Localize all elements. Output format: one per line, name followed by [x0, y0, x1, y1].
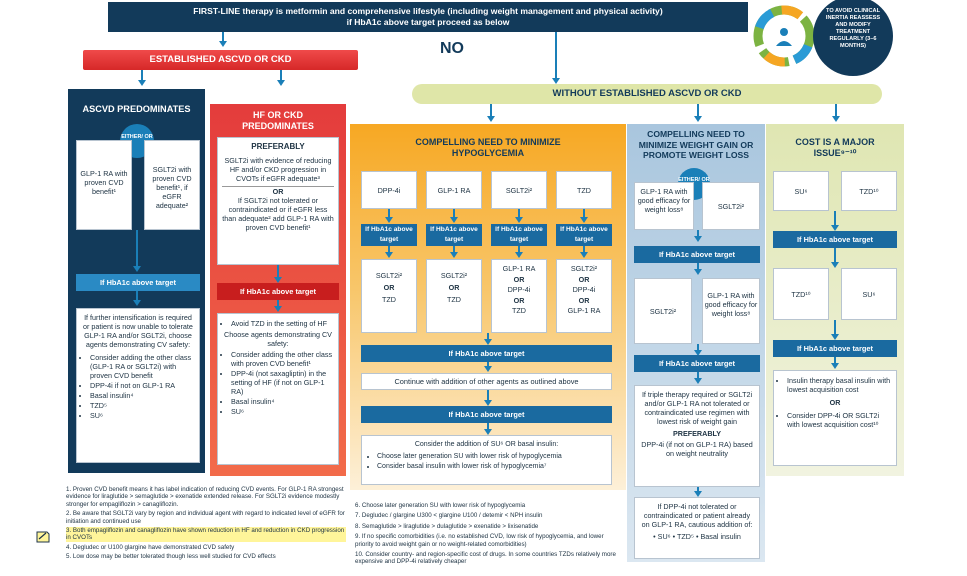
weight-sglt2-box-2: SGLT2i² — [634, 278, 692, 344]
weight-title: COMPELLING NEED TO MINIMIZE WEIGHT GAIN … — [638, 129, 754, 160]
footnotes-right: 6. Choose later generation SU with lower… — [355, 502, 616, 566]
cost-hba1c-2: If HbA1c above target — [773, 340, 897, 357]
hypo-hba1c-small-1: If HbA1c above target — [361, 224, 417, 246]
hypo-glp1-box: GLP-1 RA — [426, 171, 482, 209]
weight-hba1c-1: If HbA1c above target — [634, 246, 760, 263]
ascvd-hba1c-label: If HbA1c above target — [76, 274, 200, 291]
weight-triple-box: If triple therapy required or SGLT2i and… — [634, 385, 760, 487]
hf-preferably-box: PREFERABLY SGLT2i with evidence of reduc… — [217, 137, 339, 265]
cost-tzd-box: TZD¹⁰ — [841, 171, 897, 211]
no-label: NO — [440, 40, 464, 57]
hypo-sglt2-box: SGLT2i² — [491, 171, 547, 209]
weight-cautious-box: If DPP-4i not tolerated or contraindicat… — [634, 497, 760, 559]
banner-line1: FIRST-LINE therapy is metformin and comp… — [193, 6, 663, 16]
hypo-continue-box: Continue with addition of other agents a… — [361, 373, 612, 390]
weight-sglt2-box: SGLT2i² — [702, 182, 760, 230]
ascvd-glp1-box: GLP-1 RA with proven CVD benefit¹ — [76, 140, 132, 230]
first-line-banner: FIRST-LINE therapy is metformin and comp… — [108, 2, 748, 32]
ascvd-intensify-box: If further intensification is required o… — [76, 308, 200, 463]
hf-title: HF OR CKD PREDOMINATES — [242, 110, 314, 131]
hypo-final-box: Consider the addition of SU⁶ OR basal in… — [361, 435, 612, 485]
ascvd-ckd-bar: ESTABLISHED ASCVD OR CKD — [83, 50, 358, 70]
hypo-hba1c-small-4: If HbA1c above target — [556, 224, 612, 246]
cost-title: COST IS A MAJOR ISSUE⁹⁻¹⁰ — [795, 137, 875, 158]
hf-hba1c-label: If HbA1c above target — [217, 283, 339, 300]
hypo-hba1c-2: If HbA1c above target — [361, 345, 612, 362]
cost-su-box-2: SU⁶ — [841, 268, 897, 320]
weight-glp1-box-2: GLP-1 RA with good efficacy for weight l… — [702, 278, 760, 344]
hypo-second-box-3: GLP-1 RA OR DPP-4i OR TZD — [491, 259, 547, 333]
hypo-hba1c-small-2: If HbA1c above target — [426, 224, 482, 246]
weight-hba1c-2: If HbA1c above target — [634, 355, 760, 372]
hypo-second-box-4: SGLT2i² OR DPP-4i OR GLP-1 RA — [556, 259, 612, 333]
cost-tzd-box-2: TZD¹⁰ — [773, 268, 829, 320]
cost-hba1c-1: If HbA1c above target — [773, 231, 897, 248]
note-icon — [36, 530, 50, 544]
hypo-hba1c-small-3: If HbA1c above target — [491, 224, 547, 246]
cost-final-box: Insulin therapy basal insulin with lowes… — [773, 370, 897, 466]
hypo-tzd-box: TZD — [556, 171, 612, 209]
hypo-title: COMPELLING NEED TO MINIMIZE HYPOGLYCEMIA — [415, 137, 561, 158]
cycle-graphic-icon — [752, 4, 816, 68]
hypo-dpp4-box: DPP-4i — [361, 171, 417, 209]
hypo-hba1c-3: If HbA1c above target — [361, 406, 612, 423]
hypo-second-box-2: SGLT2i² OR TZD — [426, 259, 482, 333]
without-ascvd-bar: WITHOUT ESTABLISHED ASCVD OR CKD — [412, 84, 882, 104]
ascvd-sglt2-box: SGLT2i with proven CVD benefit¹, if eGFR… — [144, 140, 200, 230]
reassess-text: TO AVOID CLINICAL INERTIA REASSESS AND M… — [825, 8, 881, 49]
reassess-badge: TO AVOID CLINICAL INERTIA REASSESS AND M… — [813, 0, 893, 76]
ascvd-title: ASCVD PREDOMINATES — [82, 104, 191, 114]
footnotes-left: 1. Proven CVD benefit means it has label… — [66, 486, 346, 561]
hf-bullets-box: Avoid TZD in the setting of HF Choose ag… — [217, 313, 339, 465]
cost-su-box: SU⁶ — [773, 171, 829, 211]
ascvd-bullets: Consider adding the other class (GLP-1 R… — [81, 353, 195, 420]
weight-glp1-box: GLP-1 RA with good efficacy for weight l… — [634, 182, 694, 230]
hypo-second-box-1: SGLT2i² OR TZD — [361, 259, 417, 333]
banner-line2: if HbA1c above target proceed as below — [346, 17, 510, 27]
